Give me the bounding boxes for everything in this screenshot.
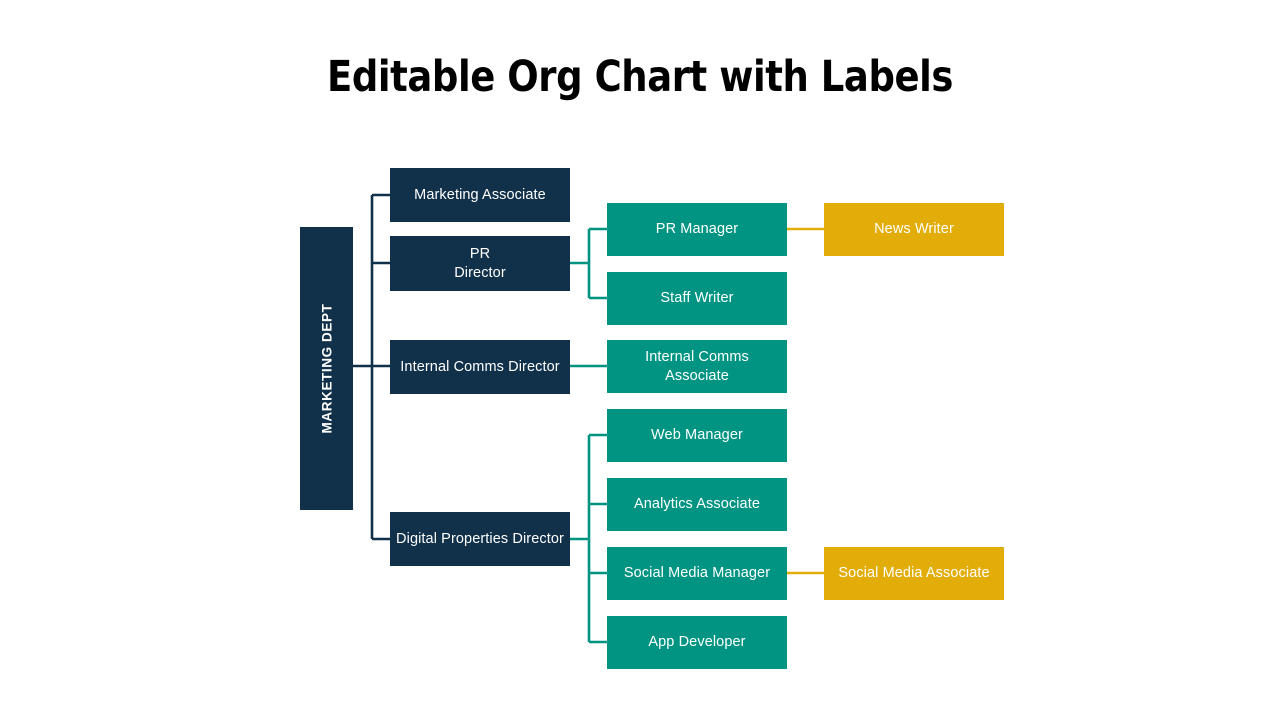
node-web-manager-label: Web Manager (651, 427, 743, 444)
node-news-writer-label: News Writer (874, 221, 954, 238)
node-internal-comms-associate-label: Internal Comms Associate (645, 348, 749, 384)
node-news-writer[interactable]: News Writer (824, 203, 1004, 256)
node-marketing-dept-label: MARKETING DEPT (319, 303, 334, 434)
node-staff-writer[interactable]: Staff Writer (607, 272, 787, 325)
node-pr-director[interactable]: PR Director (390, 236, 570, 291)
node-internal-comms-director-label: Internal Comms Director (400, 358, 560, 375)
node-marketing-associate-label: Marketing Associate (414, 186, 546, 203)
node-social-media-associate-label: Social Media Associate (838, 565, 990, 582)
node-social-media-associate[interactable]: Social Media Associate (824, 547, 1004, 600)
node-web-manager[interactable]: Web Manager (607, 409, 787, 462)
node-social-media-manager-label: Social Media Manager (623, 565, 771, 582)
node-internal-comms-associate[interactable]: Internal Comms Associate (607, 340, 787, 393)
node-staff-writer-label: Staff Writer (660, 290, 734, 307)
connector-group-digital-properties (570, 433, 607, 644)
node-pr-director-label: PR Director (454, 245, 506, 281)
node-pr-manager[interactable]: PR Manager (607, 203, 787, 256)
node-app-developer[interactable]: App Developer (607, 616, 787, 669)
node-pr-manager-label: PR Manager (655, 221, 739, 238)
node-digital-properties-director-label: Digital Properties Director (396, 530, 564, 547)
connector-group-gold (787, 227, 824, 575)
node-analytics-associate[interactable]: Analytics Associate (607, 478, 787, 531)
node-marketing-associate[interactable]: Marketing Associate (390, 168, 570, 222)
connector-group-root (353, 193, 390, 541)
page-title: Editable Org Chart with Labels (327, 52, 953, 102)
node-analytics-associate-label: Analytics Associate (633, 496, 760, 513)
node-marketing-dept[interactable]: MARKETING DEPT (300, 227, 353, 510)
node-app-developer-label: App Developer (648, 634, 746, 651)
node-internal-comms-director[interactable]: Internal Comms Director (390, 340, 570, 394)
connector-group-pr (570, 227, 607, 300)
node-digital-properties-director[interactable]: Digital Properties Director (390, 512, 570, 566)
node-social-media-manager[interactable]: Social Media Manager (607, 547, 787, 600)
